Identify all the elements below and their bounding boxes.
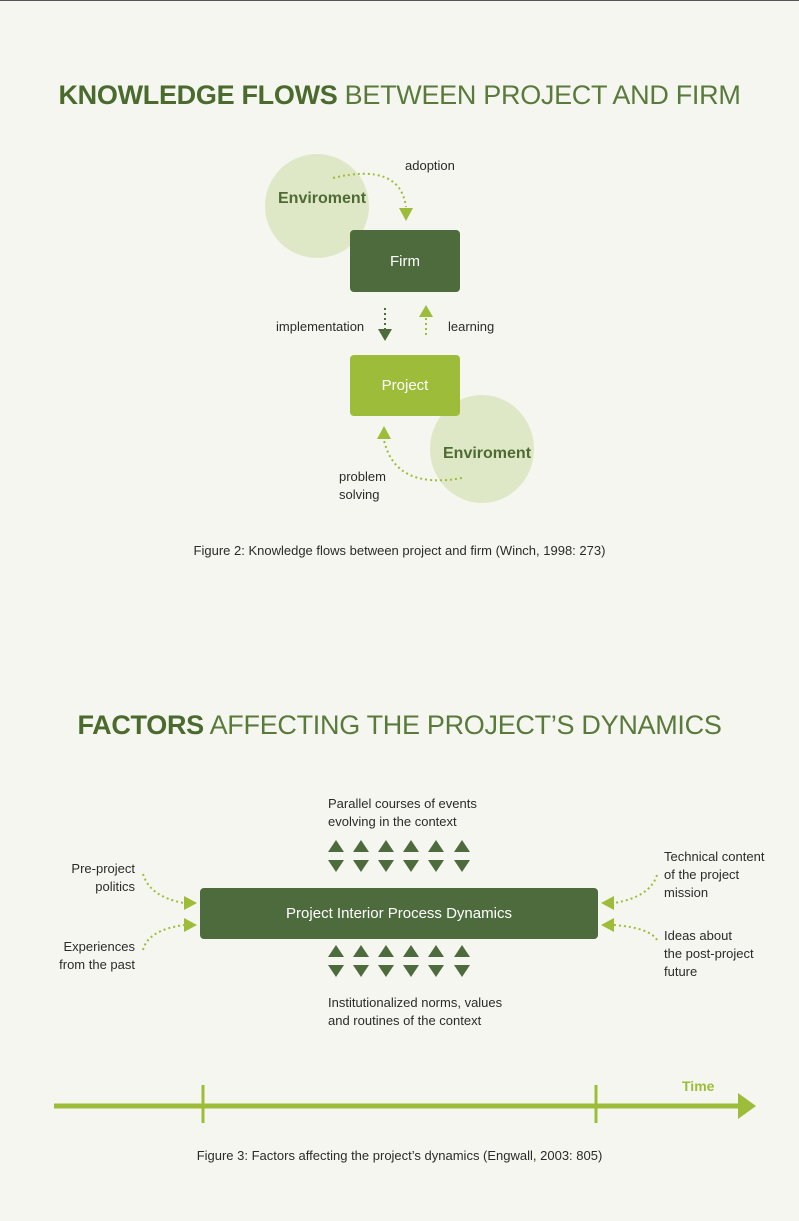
figure2-caption: Figure 2: Knowledge flows between projec… [193, 543, 606, 558]
bottom-down-triangle [328, 965, 344, 977]
institutionalized-norms-label: Institutionalized norms, values and rout… [328, 994, 502, 1030]
bottom-up-triangle [454, 945, 470, 957]
environment-label-top: Enviroment [278, 190, 367, 207]
project-interior-box: Project Interior Process Dynamics [200, 888, 598, 939]
bottom-down-triangle [454, 965, 470, 977]
top-up-triangle [328, 840, 344, 852]
technical-content-arrowhead [601, 896, 614, 910]
top-down-triangle [353, 860, 369, 872]
experiences-line-2: from the past [59, 957, 135, 972]
implementation-arrowhead [378, 329, 392, 341]
top-up-triangle [403, 840, 419, 852]
technical-content-line-1: Technical content [664, 849, 765, 864]
top-up-triangle [378, 840, 394, 852]
top-up-triangle [428, 840, 444, 852]
figure3-caption: Figure 3: Factors affecting the project’… [196, 1148, 603, 1163]
experiences-line-1: Experiences [63, 939, 135, 954]
top-down-triangle [403, 860, 419, 872]
learning-arrowhead [419, 305, 433, 317]
pre-project-arrowhead [184, 896, 197, 910]
ideas-about-label: Ideas about the post-project future [664, 927, 754, 981]
bottom-down-triangle [428, 965, 444, 977]
project-label: Project [381, 377, 429, 394]
ideas-about-line-3: future [664, 964, 698, 979]
pre-project-arrow [142, 873, 185, 904]
experiences-arrow [142, 924, 185, 951]
adoption-arrow [332, 172, 407, 208]
problem-solving-line-1: problem [339, 469, 386, 484]
bottom-up-triangle [378, 945, 394, 957]
adoption-label: adoption [405, 158, 455, 173]
parallel-courses-label: Parallel courses of events evolving in t… [328, 795, 477, 831]
section2-heading: FACTORS AFFECTING THE PROJECT’S DYNAMICS [0, 710, 799, 741]
ideas-about-arrow [613, 924, 658, 941]
ideas-about-arrowhead [601, 918, 614, 932]
technical-content-label: Technical content of the project mission [664, 848, 764, 902]
institutionalized-norms-line-2: and routines of the context [328, 1013, 482, 1028]
section2-heading-bold: FACTORS [77, 710, 204, 740]
technical-content-arrow [613, 874, 658, 904]
bottom-up-triangle [403, 945, 419, 957]
top-down-triangle [328, 860, 344, 872]
ideas-about-line-2: the post-project [664, 946, 754, 961]
pre-project-politics-line-2: politics [95, 879, 135, 894]
ideas-about-line-1: Ideas about [664, 928, 732, 943]
top-up-triangle [454, 840, 470, 852]
bottom-up-triangle [328, 945, 344, 957]
technical-content-line-2: of the project [664, 867, 740, 882]
timeline-arrowhead [738, 1093, 756, 1119]
problem-solving-label: problem solving [339, 468, 386, 504]
bottom-down-triangle [378, 965, 394, 977]
problem-solving-arrowhead [377, 426, 391, 439]
parallel-courses-line-1: Parallel courses of events [328, 796, 477, 811]
top-down-triangle [428, 860, 444, 872]
bottom-up-triangle [428, 945, 444, 957]
institutionalized-norms-line-1: Institutionalized norms, values [328, 995, 503, 1010]
pre-project-politics-label: Pre-project politics [35, 860, 135, 896]
bottom-up-triangle [353, 945, 369, 957]
parallel-courses-line-2: evolving in the context [328, 814, 457, 829]
firm-label: Firm [390, 252, 420, 270]
experiences-arrowhead [184, 918, 197, 932]
section1-heading: KNOWLEDGE FLOWS BETWEEN PROJECT AND FIRM [0, 80, 799, 111]
triangle-markers [328, 840, 470, 977]
implementation-label: implementation [276, 319, 365, 334]
top-down-triangle [378, 860, 394, 872]
experiences-label: Experiences from the past [35, 938, 135, 974]
pre-project-politics-line-1: Pre-project [71, 861, 135, 876]
section2-heading-rest: AFFECTING THE PROJECT’S DYNAMICS [209, 710, 722, 740]
top-up-triangle [353, 840, 369, 852]
project-interior-label: Project Interior Process Dynamics [286, 905, 512, 922]
time-label: Time [682, 1078, 715, 1094]
learning-label: learning [448, 319, 495, 334]
problem-solving-line-2: solving [339, 487, 380, 502]
technical-content-line-3: mission [664, 885, 709, 900]
adoption-arrowhead [399, 208, 413, 221]
section1-heading-bold: KNOWLEDGE FLOWS [58, 80, 338, 110]
top-down-triangle [454, 860, 470, 872]
bottom-down-triangle [353, 965, 369, 977]
firm-box: Firm [350, 230, 460, 292]
section1-heading-rest: BETWEEN PROJECT AND FIRM [344, 80, 741, 110]
top-rule [0, 0, 799, 1]
environment-label-bottom: Enviroment [443, 445, 532, 462]
project-box: Project [350, 355, 460, 416]
bottom-down-triangle [403, 965, 419, 977]
